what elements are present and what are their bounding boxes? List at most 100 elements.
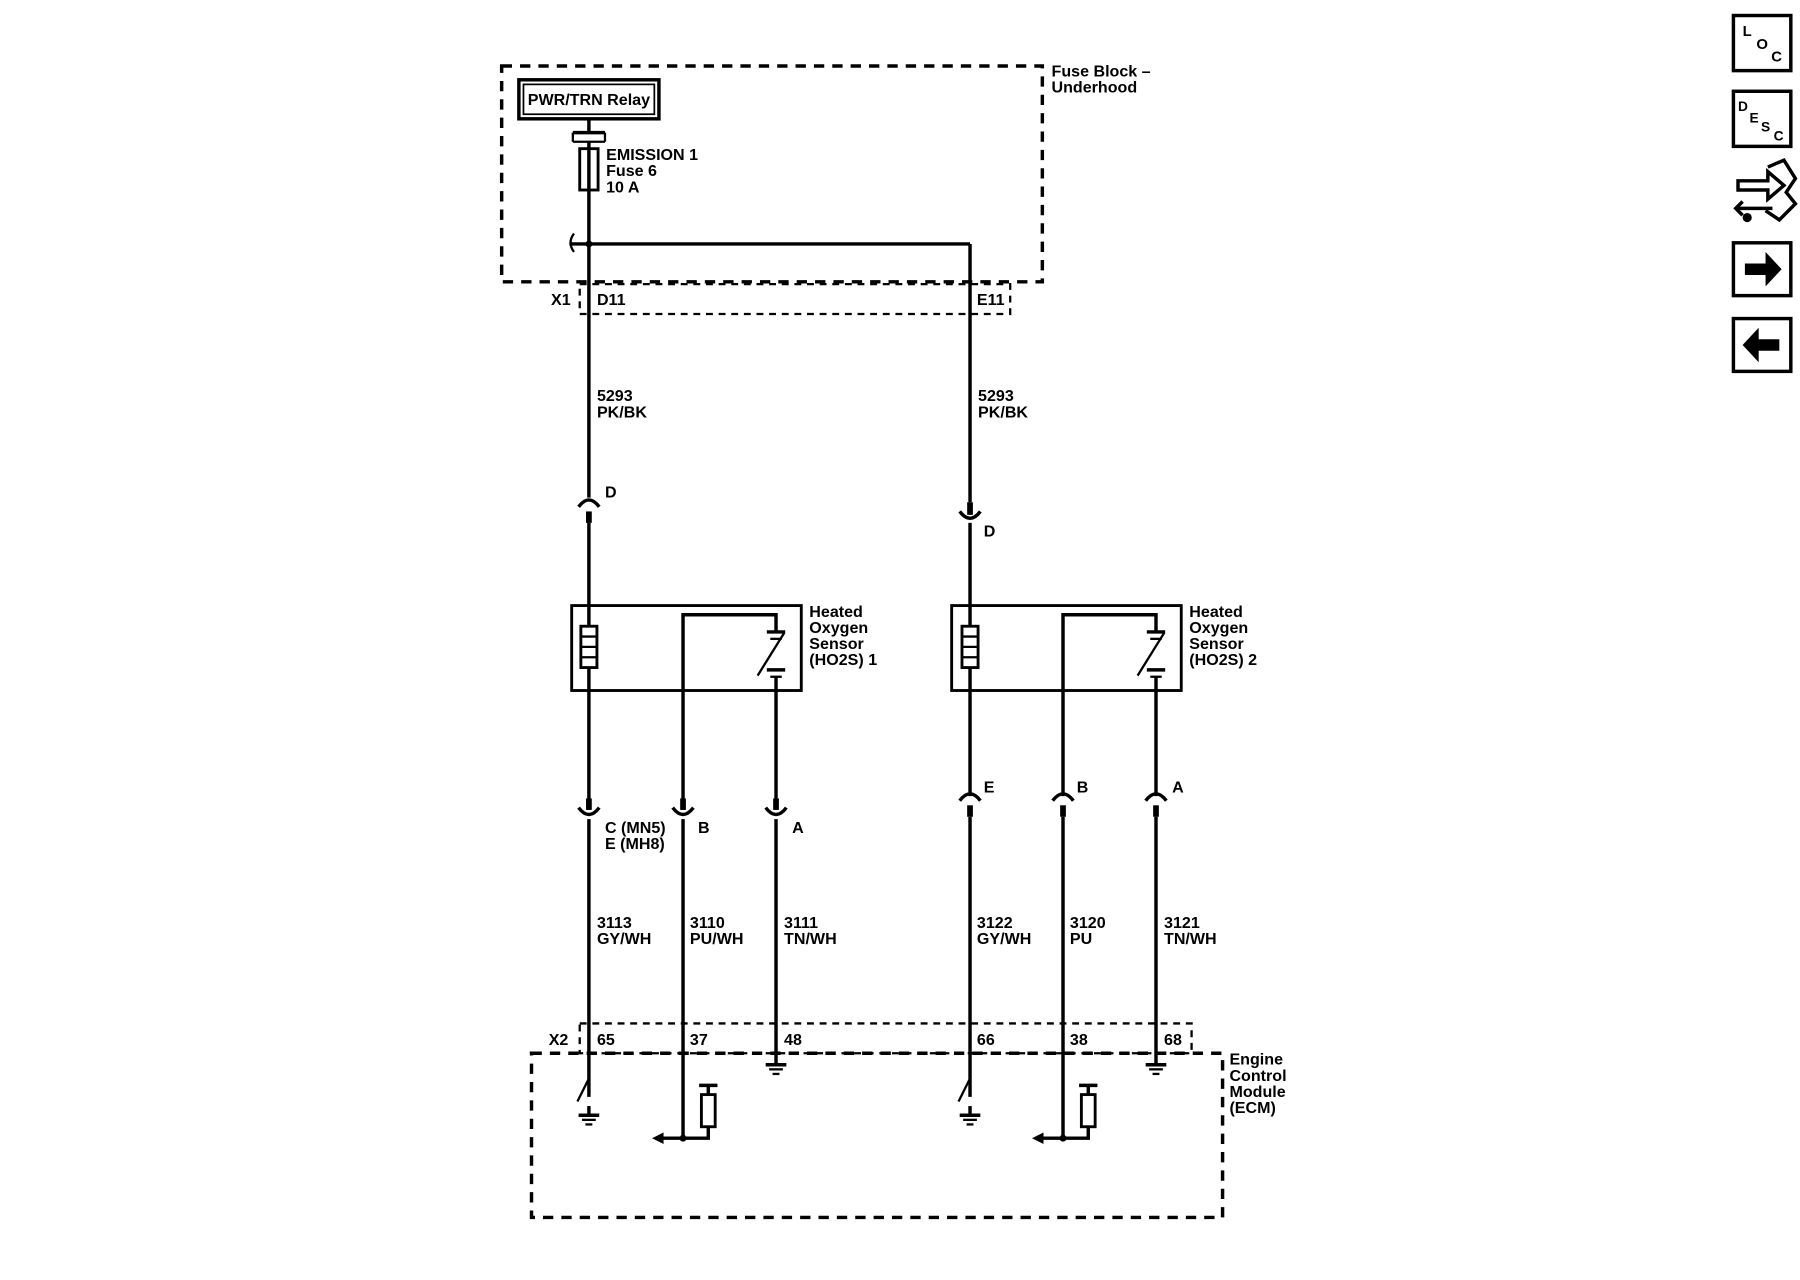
loc-letter-c: C [1771, 48, 1782, 65]
ecm-label-line2: Control [1229, 1067, 1286, 1085]
ecm-pin-38: 38 [1070, 1031, 1088, 1049]
sensing-cell-symbol [756, 632, 786, 677]
fuse-rating: 10 A [606, 178, 640, 196]
ground-icon [578, 1113, 600, 1126]
wire-color: TN/WH [784, 930, 837, 948]
previous-page-button[interactable] [1731, 316, 1793, 374]
pwr-trn-relay-label: PWR/TRN Relay [528, 91, 650, 109]
wire-color: GY/WH [597, 930, 651, 948]
wire-circuit: 3110 [690, 914, 725, 932]
arrow-right-icon [1744, 251, 1782, 287]
sensor1-output-wires: C (MN5) E (MH8) 3113 GY/WH B 3110 PU/WH … [577, 690, 837, 1139]
sensor1-pin-e: E (MH8) [605, 835, 665, 853]
x2-connector: X2 65 37 48 66 38 68 [549, 1022, 1193, 1055]
sensor2-pin-a: A [1172, 779, 1184, 797]
wire-color: PU/WH [690, 930, 744, 948]
fuse-block-title-line1: Fuse Block – [1052, 62, 1151, 80]
sensor1-pin-b: B [698, 819, 710, 837]
wire-color: TN/WH [1164, 930, 1217, 948]
ecm-pin-66: 66 [977, 1031, 995, 1049]
x1-label: X1 [551, 291, 571, 309]
sensor2-label-line4: (HO2S) 2 [1189, 651, 1257, 669]
sensor2-label-line3: Sensor [1189, 635, 1243, 653]
ecm-pin-68: 68 [1164, 1031, 1182, 1049]
sensor1-label-line2: Oxygen [809, 619, 868, 637]
wire-color: PK/BK [978, 403, 1028, 421]
sensor1-pin-a: A [792, 819, 804, 837]
wire-circuit: 3113 [597, 914, 632, 932]
fuse-name: EMISSION 1 [606, 146, 698, 164]
wire-circuit: 3122 [977, 914, 1013, 932]
resistor-symbol [699, 1093, 717, 1129]
heated-oxygen-sensor-2: Heated Oxygen Sensor (HO2S) 2 [950, 603, 1257, 692]
connector-pin-symbol [958, 792, 982, 802]
wire-circuit: 5293 [978, 387, 1014, 405]
sensing-cell-symbol [1136, 632, 1166, 677]
heated-oxygen-sensor-1: Heated Oxygen Sensor (HO2S) 1 [570, 603, 877, 692]
ecm-outline [529, 1051, 1225, 1220]
sensor2-pin-b: B [1077, 779, 1089, 797]
signal-arrow-icon [1032, 1132, 1044, 1144]
sensor2-body [950, 604, 1183, 692]
connector-pin-symbol [577, 806, 601, 817]
ground-icon [1145, 1063, 1167, 1076]
connector-pin-symbol [1051, 792, 1075, 802]
nav-toolbar: L O C D E S C [1731, 13, 1798, 374]
sensor2-label-line1: Heated [1189, 603, 1243, 621]
sensor1-body [570, 604, 803, 692]
ecm-label-line3: Module [1229, 1083, 1285, 1101]
x1-connector: X1 D11 E11 [551, 282, 1012, 316]
sensor1-pin-c: C (MN5) [605, 819, 666, 837]
desc-button[interactable]: D E S C [1731, 89, 1793, 149]
wire-circuit: 3111 [784, 914, 818, 932]
connector-view-icon [1733, 157, 1798, 223]
arrow-left-icon [1742, 327, 1780, 363]
pwr-trn-relay-box [517, 78, 661, 121]
connector-pin-symbol [764, 806, 788, 817]
fuse-block-outline [499, 64, 1045, 284]
desc-letter-d: D [1738, 99, 1748, 114]
x1-pin-d11: D11 [597, 291, 626, 309]
sensor1-label-line1: Heated [809, 603, 863, 621]
sensor1-label-line4: (HO2S) 1 [809, 651, 877, 669]
ground-icon [765, 1063, 787, 1076]
desc-letter-e: E [1749, 110, 1758, 125]
connector-pin-symbol [1144, 792, 1168, 802]
fuse-block-title-line2: Underhood [1052, 78, 1138, 96]
connector-pin-symbol [577, 498, 601, 508]
supply-wire-right: 5293 PK/BK D [958, 281, 1028, 627]
fuse-block-underhood: Fuse Block – Underhood PWR/TRN Relay EMI… [499, 62, 1151, 284]
sensor2-output-wires: E 3122 GY/WH B 3120 PU A 3121 TN/WH [958, 690, 1217, 1139]
sensor2-pin-e: E [984, 779, 995, 797]
ecm-label-line1: Engine [1229, 1051, 1283, 1069]
x1-pin-e11: E11 [977, 291, 1005, 309]
engine-control-module: Engine Control Module (ECM) [529, 1051, 1287, 1220]
ecm-label-line4: (ECM) [1229, 1099, 1275, 1117]
resistor-symbol [1079, 1093, 1097, 1129]
next-page-button[interactable] [1731, 241, 1793, 298]
low-side-switch-symbol [576, 1078, 590, 1102]
loc-button[interactable]: L O C [1731, 13, 1793, 73]
ecm-pin-65: 65 [597, 1031, 615, 1049]
desc-letter-s: S [1761, 119, 1770, 134]
fuse-number: Fuse 6 [606, 162, 657, 180]
sensor1-pin-d: D [605, 484, 617, 502]
wire-color: PK/BK [597, 403, 647, 421]
connector-view-button[interactable] [1733, 157, 1798, 223]
desc-letter-c: C [1774, 129, 1784, 144]
connector-pin-symbol [671, 806, 695, 817]
wire-circuit: 5293 [597, 387, 633, 405]
x2-label: X2 [549, 1031, 569, 1049]
ecm-pin-37: 37 [690, 1031, 708, 1049]
ground-icon [959, 1113, 981, 1126]
wire-color: PU [1070, 930, 1092, 948]
loc-letter-o: O [1756, 36, 1768, 53]
sensor2-label-line2: Oxygen [1189, 619, 1248, 637]
sensor1-label-line3: Sensor [809, 635, 863, 653]
low-side-switch-symbol [957, 1078, 972, 1102]
wire-circuit: 3121 [1164, 914, 1200, 932]
signal-arrow-icon [652, 1132, 664, 1144]
wire-circuit: 3120 [1070, 914, 1106, 932]
loc-letter-l: L [1743, 23, 1752, 40]
